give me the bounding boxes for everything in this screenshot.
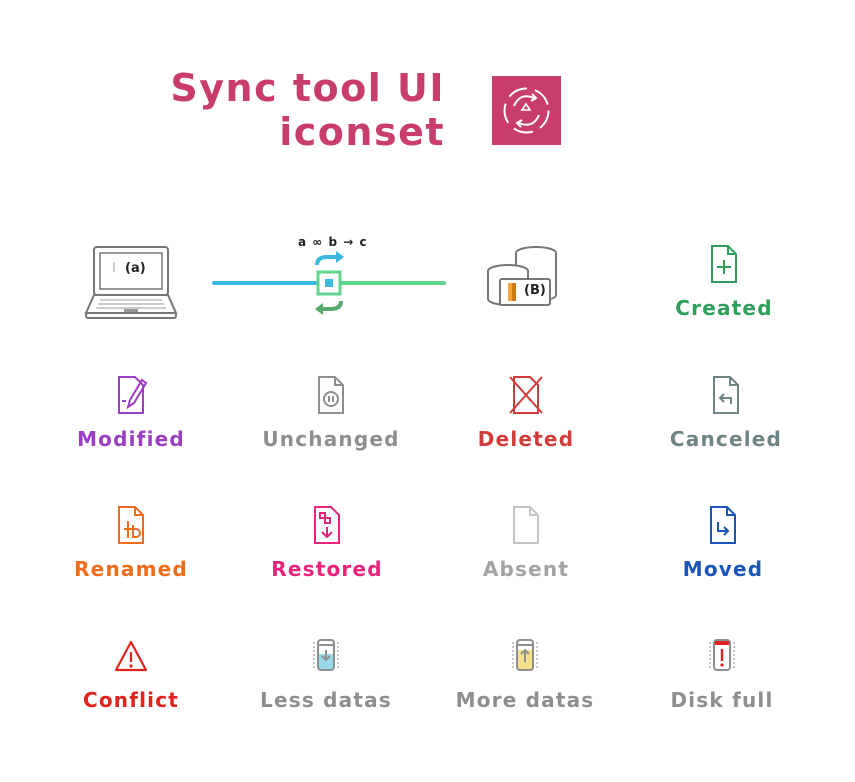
- warning-triangle-icon: [114, 636, 148, 676]
- icon-deleted: Deleted: [426, 375, 626, 451]
- disk-more-icon: [508, 636, 542, 676]
- database-label: (B): [524, 283, 546, 298]
- deleted-label: Deleted: [477, 427, 575, 451]
- file-rename-icon: [114, 505, 148, 545]
- created-label: Created: [675, 296, 773, 320]
- sync-logo-icon: [492, 76, 561, 145]
- icon-modified: Modified: [31, 375, 231, 451]
- renamed-label: Renamed: [74, 557, 188, 581]
- sync-illustration: (a) a ∞ b → c (B): [0, 225, 855, 335]
- icon-disk-full: Disk full: [622, 636, 822, 712]
- database-icon: [487, 246, 557, 306]
- file-plus-icon: [707, 244, 741, 284]
- more-datas-label: More datas: [455, 688, 595, 712]
- title-line-1: Sync tool UI: [170, 66, 445, 110]
- file-restore-icon: [310, 505, 344, 545]
- moved-label: Moved: [682, 557, 764, 581]
- icon-renamed: Renamed: [31, 505, 231, 581]
- file-undo-icon: [709, 375, 743, 415]
- disk-full-label: Disk full: [670, 688, 774, 712]
- restored-label: Restored: [271, 557, 383, 581]
- conflict-label: Conflict: [82, 688, 180, 712]
- icon-restored: Restored: [227, 505, 427, 581]
- less-datas-label: Less datas: [260, 688, 392, 712]
- icon-less-datas: Less datas: [226, 636, 426, 712]
- icon-created: Created: [624, 244, 824, 320]
- file-empty-icon: [509, 505, 543, 545]
- icon-conflict: Conflict: [31, 636, 231, 712]
- flow-label: a ∞ b → c: [298, 235, 368, 249]
- sync-line: [212, 251, 446, 315]
- file-pause-icon: [314, 375, 348, 415]
- file-deleted-icon: [509, 375, 543, 415]
- page-title: Sync tool UI iconset: [150, 66, 445, 154]
- absent-label: Absent: [482, 557, 570, 581]
- icon-unchanged: Unchanged: [231, 375, 431, 451]
- file-move-icon: [706, 505, 740, 545]
- unchanged-label: Unchanged: [262, 427, 400, 451]
- icon-canceled: Canceled: [626, 375, 826, 451]
- laptop-label: (a): [125, 261, 146, 276]
- laptop-icon: [84, 246, 178, 319]
- canceled-label: Canceled: [669, 427, 783, 451]
- icon-more-datas: More datas: [425, 636, 625, 712]
- modified-label: Modified: [77, 427, 185, 451]
- disk-less-icon: [309, 636, 343, 676]
- disk-full-icon: [705, 636, 739, 676]
- file-edit-icon: [114, 375, 148, 415]
- icon-absent: Absent: [426, 505, 626, 581]
- icon-moved: Moved: [623, 505, 823, 581]
- title-line-2: iconset: [279, 110, 445, 154]
